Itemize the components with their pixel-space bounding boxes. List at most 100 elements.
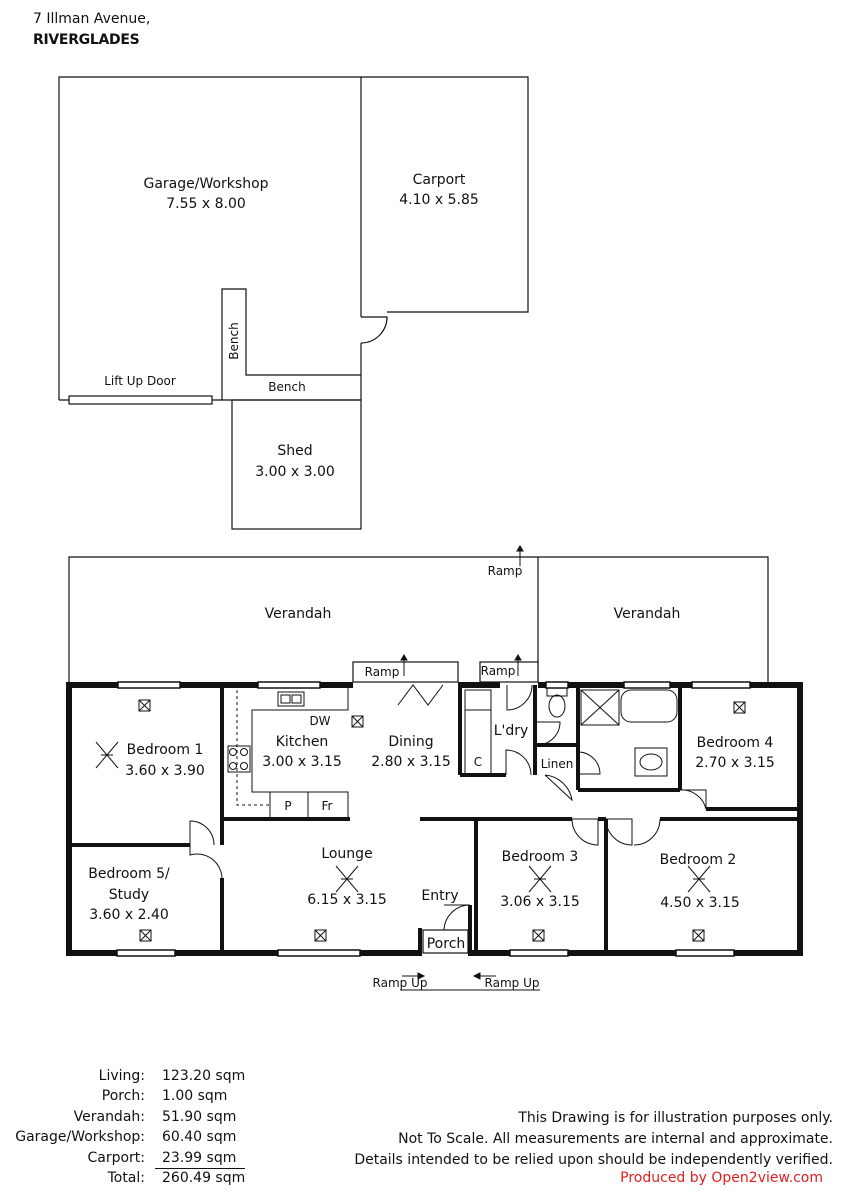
- front-ramp: [400, 972, 540, 991]
- shed-name: Shed: [277, 443, 312, 459]
- ramp-mid-label: Ramp: [365, 665, 400, 679]
- area-value: 123.20 sqm: [162, 1068, 246, 1084]
- door-laundry-ext: [506, 684, 533, 711]
- kitchen-sink: [277, 691, 305, 707]
- shed-size: 3.00 x 3.00: [255, 464, 335, 480]
- total-divider: [155, 1168, 245, 1169]
- light-bed2: [692, 929, 705, 942]
- area-label: Garage/Workshop:: [15, 1129, 145, 1146]
- door-bed4: [679, 789, 707, 810]
- window-bed4: [691, 681, 751, 689]
- bench-side: [221, 288, 361, 400]
- bench-side-label: Bench: [227, 322, 241, 359]
- credit-link[interactable]: Produced by Open2view.com: [620, 1170, 823, 1186]
- fan-lounge: [335, 865, 359, 893]
- ramp-arrows: [400, 545, 524, 676]
- door-bifold-dining: [397, 684, 444, 706]
- bedroom4-size: 2.70 x 3.15: [695, 755, 775, 771]
- verandah-left-label: Verandah: [265, 606, 332, 622]
- kitchen-bench-outline: [251, 685, 349, 819]
- carport-size: 4.10 x 5.85: [399, 192, 479, 208]
- light-bed5: [139, 929, 152, 942]
- kitchen-appliances: [227, 691, 305, 773]
- bedroom3-name: Bedroom 3: [502, 849, 579, 865]
- door-bed2: [605, 818, 633, 846]
- dining-name: Dining: [388, 734, 433, 750]
- disclaimer: This Drawing is for illustration purpose…: [354, 1108, 833, 1171]
- kitchen-cooktop: [227, 745, 251, 773]
- porch-outline: [422, 929, 469, 954]
- verandah-right-label: Verandah: [614, 606, 681, 622]
- door-bed5: [189, 845, 223, 879]
- ramp-top-label: Ramp: [488, 564, 523, 578]
- bedroom5-name1: Bedroom 5/: [88, 866, 170, 882]
- lounge-size: 6.15 x 3.15: [307, 892, 387, 908]
- bedroom2-name: Bedroom 2: [660, 852, 737, 868]
- verandah: [68, 556, 769, 683]
- dining-size: 2.80 x 3.15: [371, 754, 451, 770]
- ramp-up-right-label: Ramp Up: [485, 976, 540, 990]
- area-value: 1.00 sqm: [162, 1088, 228, 1105]
- bedroom5-name2: Study: [109, 887, 149, 903]
- lounge-name: Lounge: [321, 846, 372, 862]
- door-bed1: [189, 820, 215, 846]
- area-row: Porch:1.00 sqm: [0, 1086, 260, 1106]
- area-label: Living:: [98, 1068, 145, 1084]
- area-summary: Living: 123.20 sqm Porch:1.00 sqm Veranda…: [0, 1066, 260, 1188]
- verandah-outline: [68, 556, 769, 682]
- ramp-step-right: [479, 661, 539, 683]
- bench-bottom-label: Bench: [268, 380, 305, 394]
- door-entry: [443, 904, 471, 932]
- laundry-tub: [464, 689, 492, 711]
- lift-up-door: [68, 395, 213, 405]
- bath-vanity: [634, 747, 668, 777]
- disclaimer-line: This Drawing is for illustration purpose…: [518, 1110, 833, 1126]
- window-lounge: [277, 949, 361, 957]
- area-row: Total: 260.49 sqm: [0, 1168, 260, 1188]
- ramp-up-left-label: Ramp Up: [373, 976, 428, 990]
- door-wc: [536, 721, 561, 746]
- garage-wall: [58, 76, 362, 400]
- suburb-line: RIVERGLADES: [33, 32, 140, 48]
- kitchen-size: 3.00 x 3.15: [262, 754, 342, 770]
- fan-bed3: [528, 865, 552, 893]
- kitchen-fridge: Fr: [322, 799, 333, 813]
- bedroom5-size: 3.60 x 2.40: [89, 907, 169, 923]
- shower: [580, 689, 620, 726]
- window-bed3: [509, 949, 569, 957]
- carport-outline: [361, 76, 529, 313]
- outbuildings: [58, 76, 529, 530]
- garage-name: Garage/Workshop: [143, 176, 268, 192]
- bath-tub: [620, 689, 678, 723]
- area-value: 51.90 sqm: [162, 1108, 237, 1125]
- area-row: Living: 123.20 sqm: [0, 1066, 260, 1086]
- area-row: Garage/Workshop: 60.40 sqm: [0, 1127, 260, 1147]
- bedroom4-name: Bedroom 4: [697, 735, 774, 751]
- laundry-name: L'dry: [494, 723, 529, 739]
- lift-up-door-label: Lift Up Door: [104, 374, 176, 388]
- entry-label: Entry: [421, 888, 458, 904]
- window-wc: [545, 681, 569, 689]
- kitchen-pantry: P: [284, 799, 291, 813]
- area-row: Carport:23.99 sqm: [0, 1148, 260, 1168]
- light-lounge: [314, 929, 327, 942]
- door-linen: [544, 774, 573, 802]
- linen-label: Linen: [541, 757, 574, 771]
- area-value: 260.49 sqm: [162, 1169, 246, 1186]
- area-value: 60.40 sqm: [162, 1129, 237, 1146]
- bedroom1-size: 3.60 x 3.90: [125, 763, 205, 779]
- house-walls: [66, 681, 803, 957]
- fan-bed1: [95, 741, 119, 769]
- garage-door-swing: [360, 316, 388, 344]
- porch-label: Porch: [427, 936, 466, 952]
- area-label: Carport:: [87, 1149, 145, 1166]
- area-label: Total:: [107, 1169, 145, 1186]
- window-bed1: [117, 681, 181, 689]
- light-bed3: [532, 929, 545, 942]
- bedroom2-size: 4.50 x 3.15: [660, 895, 740, 911]
- light-bed4: [733, 701, 746, 714]
- area-label: Verandah:: [73, 1108, 145, 1125]
- door-laundry: [505, 749, 532, 776]
- fixtures: [95, 699, 746, 942]
- garage-size: 7.55 x 8.00: [166, 196, 246, 212]
